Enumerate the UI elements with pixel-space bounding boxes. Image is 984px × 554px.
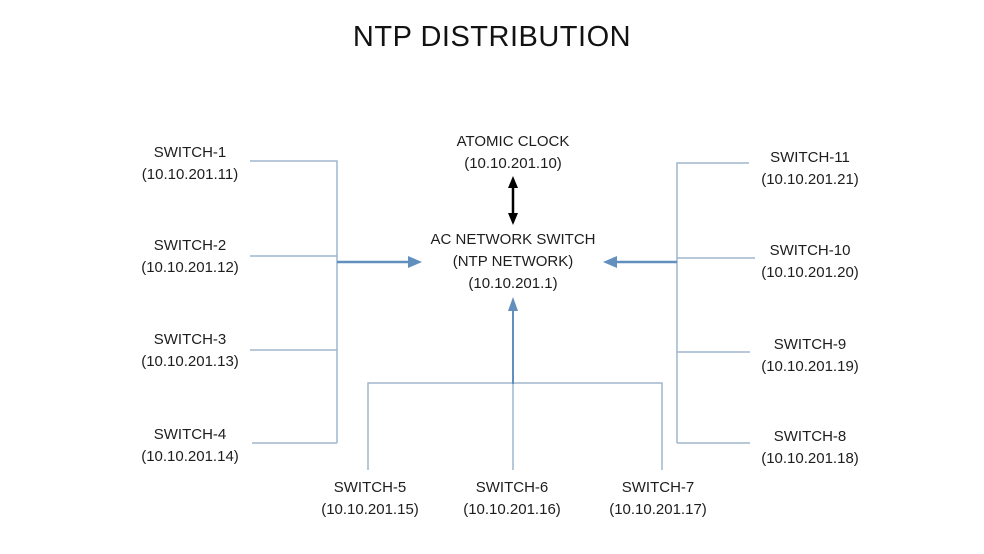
node-ip: (10.10.201.15) xyxy=(321,501,419,518)
node-label: AC NETWORK SWITCH xyxy=(430,231,596,248)
node-label: SWITCH-11 xyxy=(770,149,850,166)
node-ip: (10.10.201.11) xyxy=(141,166,239,183)
node-label: SWITCH-4 xyxy=(153,426,227,443)
node-switch-11: SWITCH-11 (10.10.201.21) xyxy=(730,147,890,191)
node-switch-8: SWITCH-8 (10.10.201.18) xyxy=(730,426,890,470)
node-subtitle: (NTP NETWORK) xyxy=(452,253,574,270)
node-ip: (10.10.201.20) xyxy=(761,264,859,281)
node-label: SWITCH-10 xyxy=(769,242,851,259)
clock-switch-double-arrow xyxy=(508,176,518,225)
node-ip: (10.10.201.12) xyxy=(141,259,239,276)
node-ip: (10.10.201.10) xyxy=(464,155,562,172)
node-switch-10: SWITCH-10 (10.10.201.20) xyxy=(730,240,890,284)
diagram-title: NTP DISTRIBUTION xyxy=(352,21,632,53)
node-switch-4: SWITCH-4 (10.10.201.14) xyxy=(110,424,270,468)
node-ip: (10.10.201.14) xyxy=(141,448,239,465)
bottom-group-arrow xyxy=(508,297,518,384)
node-ip: (10.10.201.18) xyxy=(761,450,859,467)
node-label: SWITCH-3 xyxy=(153,331,227,348)
node-switch-6: SWITCH-6 (10.10.201.16) xyxy=(432,477,592,521)
node-ip: (10.10.201.13) xyxy=(141,353,239,370)
node-ac-network-switch: AC NETWORK SWITCH (NTP NETWORK) (10.10.2… xyxy=(423,229,603,295)
node-switch-1: SWITCH-1 (10.10.201.11) xyxy=(110,142,270,186)
node-switch-5: SWITCH-5 (10.10.201.15) xyxy=(290,477,450,521)
node-switch-9: SWITCH-9 (10.10.201.19) xyxy=(730,334,890,378)
node-label: SWITCH-1 xyxy=(153,144,227,161)
node-ip: (10.10.201.1) xyxy=(468,275,558,292)
node-ip: (10.10.201.19) xyxy=(761,358,859,375)
left-group-arrow xyxy=(337,256,422,268)
right-bracket-connector xyxy=(676,162,755,444)
node-ip: (10.10.201.21) xyxy=(761,171,859,188)
left-bracket-connector xyxy=(250,160,338,444)
node-label: SWITCH-8 xyxy=(773,428,847,445)
node-label: SWITCH-6 xyxy=(475,479,549,496)
node-label: ATOMIC CLOCK xyxy=(456,133,570,150)
node-switch-3: SWITCH-3 (10.10.201.13) xyxy=(110,329,270,373)
node-label: SWITCH-5 xyxy=(333,479,407,496)
node-switch-7: SWITCH-7 (10.10.201.17) xyxy=(578,477,738,521)
node-atomic-clock: ATOMIC CLOCK (10.10.201.10) xyxy=(423,131,603,175)
node-label: SWITCH-2 xyxy=(153,237,227,254)
bottom-bracket-connector xyxy=(367,382,663,470)
node-ip: (10.10.201.16) xyxy=(463,501,561,518)
node-label: SWITCH-7 xyxy=(621,479,695,496)
node-label: SWITCH-9 xyxy=(773,336,847,353)
node-switch-2: SWITCH-2 (10.10.201.12) xyxy=(110,235,270,279)
right-group-arrow xyxy=(603,256,677,268)
node-ip: (10.10.201.17) xyxy=(609,501,707,518)
